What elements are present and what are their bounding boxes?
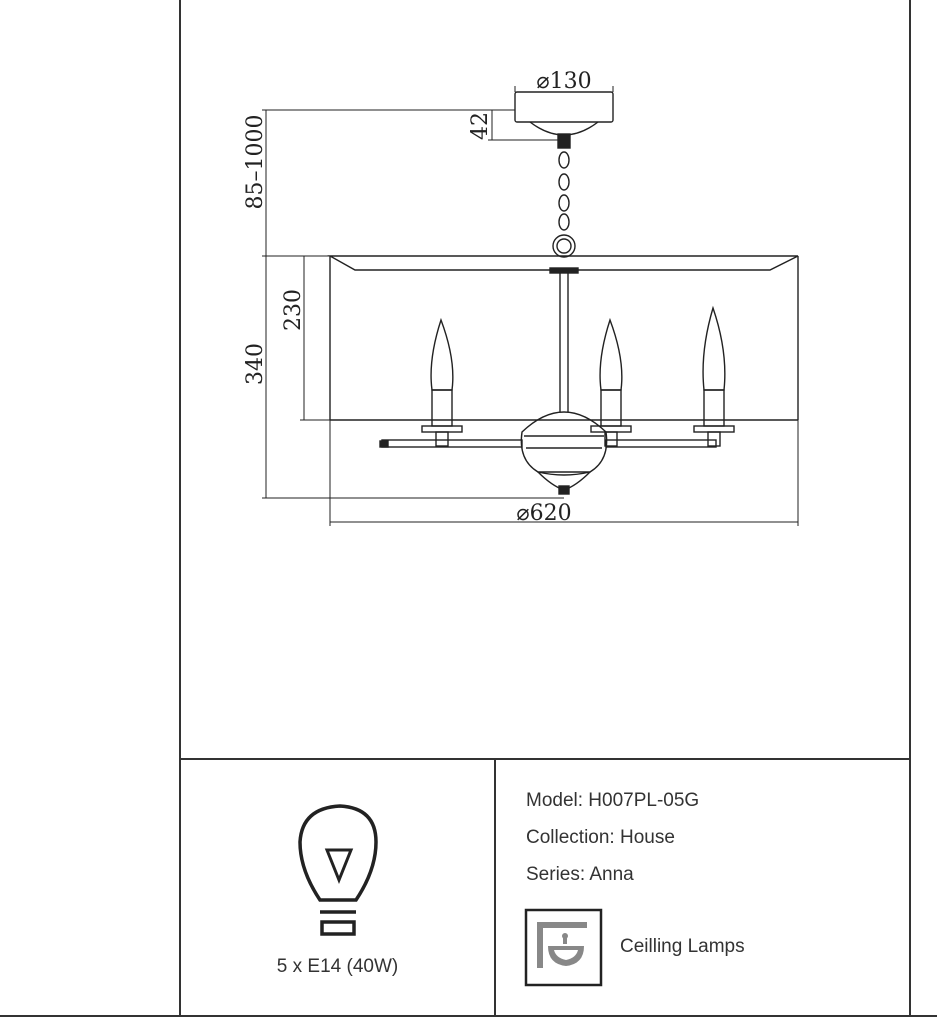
dim-shade-diameter: ⌀620 xyxy=(516,501,571,526)
dim-shade-height: 230 xyxy=(281,289,306,331)
dimension-lines xyxy=(262,86,799,526)
bulb-spec: 5 x E14 (40W) xyxy=(276,956,399,977)
candle-middle xyxy=(590,317,632,447)
candle-left xyxy=(421,317,463,447)
dim-body-height: 340 xyxy=(243,343,268,385)
collection-label: Collection: House xyxy=(526,827,675,848)
chandelier-drawing xyxy=(327,91,799,495)
lamp-type-label: Ceilling Lamps xyxy=(620,936,745,957)
series-label: Series: Anna xyxy=(526,864,634,885)
shade xyxy=(327,255,799,271)
dim-canopy-height: 42 xyxy=(468,112,493,140)
canopy xyxy=(514,91,614,123)
ceiling-lamp-icon xyxy=(524,908,603,987)
light-bulb-icon xyxy=(298,804,378,936)
dim-canopy-diameter: ⌀130 xyxy=(536,69,591,94)
dim-chain-length: 85–1000 xyxy=(243,115,268,210)
candle-right xyxy=(693,305,735,447)
model-label: Model: H007PL-05G xyxy=(526,790,700,811)
